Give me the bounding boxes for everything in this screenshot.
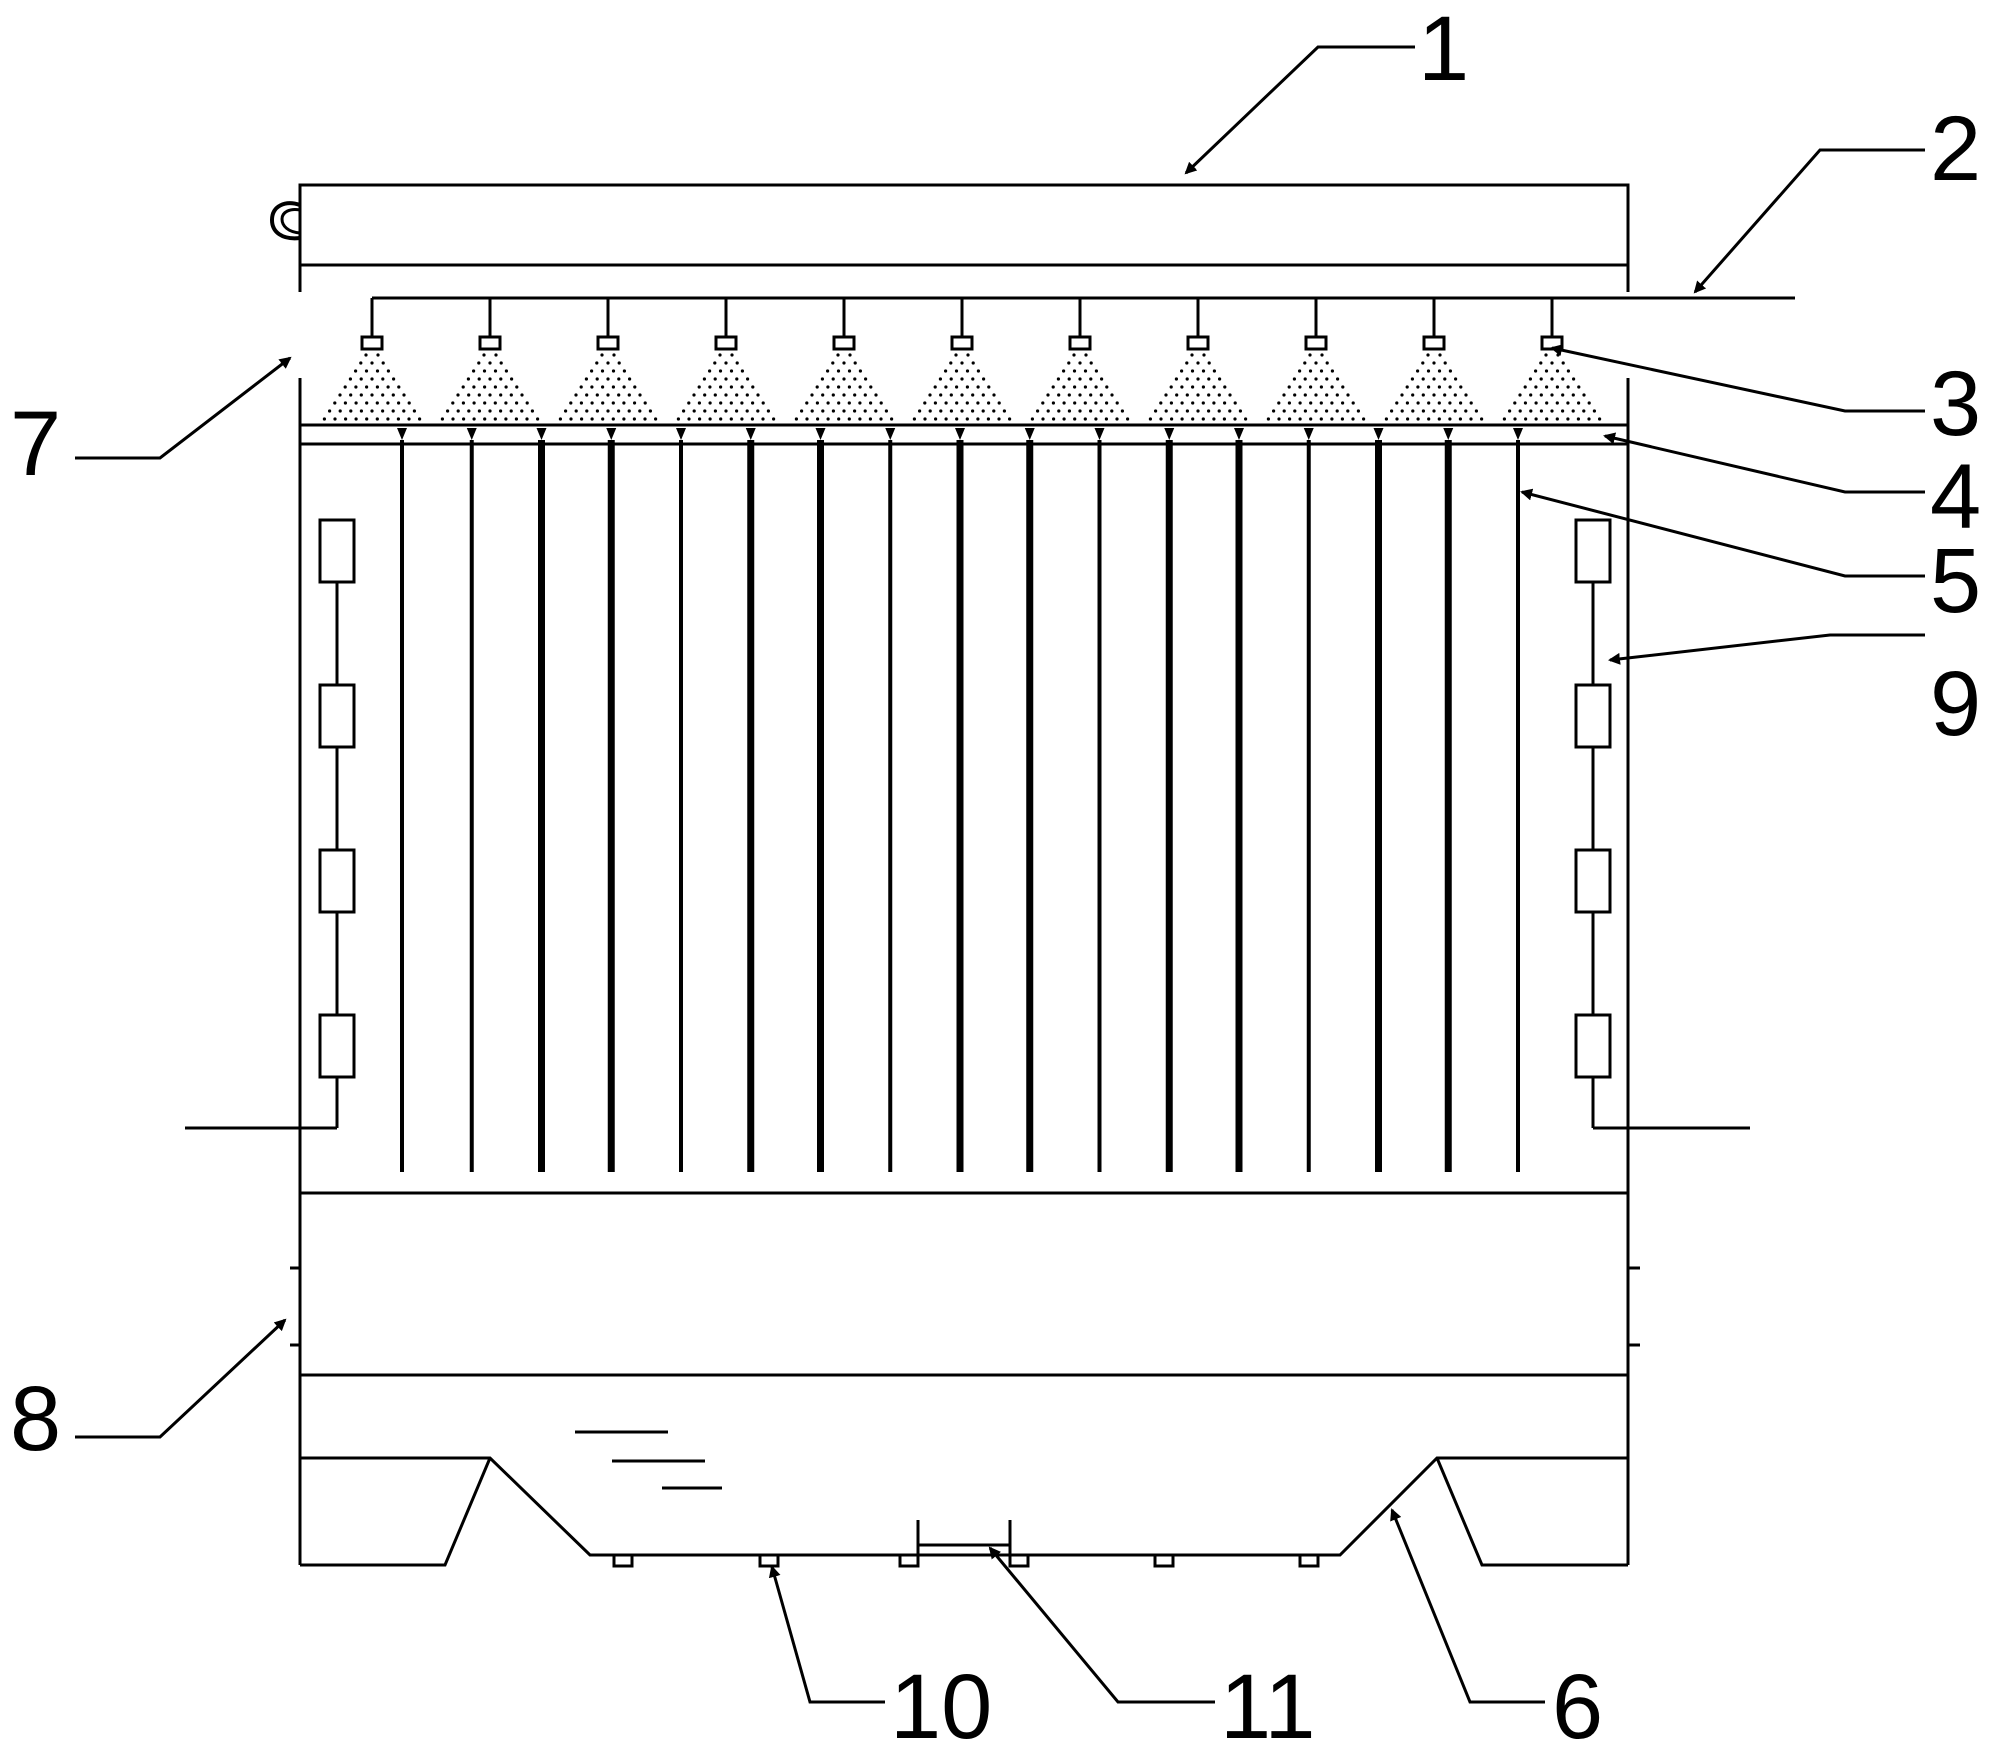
callout-2: 2 <box>1930 98 1981 200</box>
water-level-icon <box>575 1430 722 1490</box>
housing <box>269 183 1640 1565</box>
nozzle <box>558 298 658 421</box>
collector-plate <box>1234 428 1244 1172</box>
spray-cone <box>912 353 1012 421</box>
clip <box>318 683 356 749</box>
callout-labels: 1 2 3 4 5 9 7 8 10 11 6 <box>10 0 1981 1743</box>
callout-1: 1 <box>1418 0 1469 100</box>
collector-plate <box>815 428 826 1172</box>
nozzle <box>912 298 1012 421</box>
clip <box>1574 518 1612 584</box>
nozzle-group <box>322 298 1602 421</box>
clip <box>318 518 356 584</box>
callout-8: 8 <box>10 1368 61 1470</box>
nozzle <box>322 298 422 421</box>
collector-plate <box>1513 428 1523 1172</box>
collector-plate <box>676 428 686 1172</box>
spray-cone <box>440 353 540 421</box>
nozzle <box>676 298 776 421</box>
clip <box>318 848 356 914</box>
clip <box>1574 683 1612 749</box>
spray-cone <box>1502 353 1602 421</box>
clip <box>1574 1013 1612 1079</box>
callout-3: 3 <box>1930 353 1981 455</box>
callout-5: 5 <box>1930 530 1981 632</box>
leader-7 <box>75 356 292 460</box>
spray-cone <box>1148 353 1248 421</box>
leader-11 <box>988 1546 1215 1704</box>
collector-plate <box>745 428 756 1172</box>
nozzle <box>1502 298 1602 421</box>
nozzle <box>440 298 540 421</box>
leader-4 <box>1603 432 1925 494</box>
nozzle <box>1384 298 1484 421</box>
collector-plate <box>1373 428 1384 1172</box>
leader-1 <box>1184 45 1415 175</box>
leader-10 <box>768 1565 885 1704</box>
spray-cone <box>558 353 658 421</box>
collector-plate <box>1303 428 1314 1172</box>
clip <box>1574 848 1612 914</box>
leader-8 <box>75 1318 287 1439</box>
spray-cone <box>1030 353 1130 421</box>
hopper <box>300 1456 1628 1568</box>
spray-cone <box>676 353 776 421</box>
nozzle <box>1266 298 1366 421</box>
collector-plate <box>1024 428 1035 1172</box>
clip-rail-left <box>185 518 356 1130</box>
callout-lines <box>75 45 1925 1704</box>
nozzle <box>794 298 894 421</box>
clip <box>318 1013 356 1079</box>
collector-plate <box>1164 428 1175 1172</box>
collector-plate <box>955 428 965 1172</box>
spray-cone <box>1266 353 1366 421</box>
callout-4: 4 <box>1930 446 1981 548</box>
leader-9 <box>1608 633 1925 665</box>
leader-5 <box>1520 488 1925 578</box>
leader-3 <box>1550 344 1925 413</box>
callout-11: 11 <box>1220 1656 1316 1743</box>
spray-cone <box>794 353 894 421</box>
collector-plate <box>1094 428 1105 1172</box>
spray-cone <box>322 353 422 421</box>
clip-group <box>185 518 1750 1130</box>
callout-10: 10 <box>890 1656 992 1743</box>
nozzle <box>1148 298 1248 421</box>
top-cover <box>298 183 1630 292</box>
plate-group <box>397 428 1523 1172</box>
spray-cone <box>1384 353 1484 421</box>
hinge-icon <box>269 201 301 241</box>
collector-plate <box>466 428 477 1172</box>
collector-plate <box>885 428 896 1172</box>
collector-plate <box>397 428 407 1172</box>
callout-7: 7 <box>10 393 61 495</box>
nozzle <box>1030 298 1130 421</box>
collector-plate <box>606 428 617 1172</box>
leader-6 <box>1390 1508 1545 1704</box>
leader-2 <box>1693 148 1925 294</box>
callout-9: 9 <box>1930 653 1981 755</box>
callout-6: 6 <box>1552 1656 1603 1743</box>
clip-rail-right <box>1574 518 1750 1130</box>
collector-plate <box>1443 428 1454 1172</box>
collector-plate <box>536 428 547 1172</box>
